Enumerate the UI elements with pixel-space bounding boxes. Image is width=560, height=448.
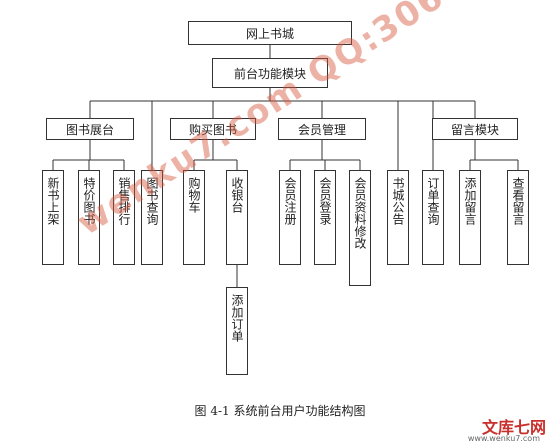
site-logo: 文库七网	[481, 418, 546, 437]
leaf-book-search: 图书查询	[141, 170, 163, 265]
leaf-member-profile-edit: 会员资料修改	[349, 170, 371, 286]
leaf-store-notice: 书城公告	[387, 170, 409, 265]
leaf-special-books: 特价图书	[78, 170, 100, 265]
module-node: 前台功能模块	[212, 58, 328, 88]
leaf-sales-ranking: 销售排行	[113, 170, 135, 265]
leaf-new-books: 新书上架	[42, 170, 64, 265]
group-node-message-module: 留言模块	[432, 118, 518, 140]
leaf-order-query: 订单查询	[422, 170, 444, 265]
leaf-cart: 购物车	[183, 170, 205, 265]
leaf-add-message: 添加留言	[459, 170, 481, 265]
leaf-add-order: 添加订单	[226, 287, 248, 375]
group-node-books-display: 图书展台	[46, 118, 134, 140]
site-logo-url: www.wenku7.com	[467, 434, 540, 443]
leaf-member-login: 会员登录	[314, 170, 336, 265]
leaf-checkout: 收银台	[226, 170, 248, 265]
leaf-member-register: 会员注册	[279, 170, 301, 265]
figure-caption: 图 4-1 系统前台用户功能结构图	[194, 404, 366, 418]
leaf-view-message: 查看留言	[507, 170, 529, 265]
group-node-buy-books: 购买图书	[170, 118, 256, 140]
root-node: 网上书城	[188, 21, 352, 45]
group-node-member-management: 会员管理	[278, 118, 366, 140]
